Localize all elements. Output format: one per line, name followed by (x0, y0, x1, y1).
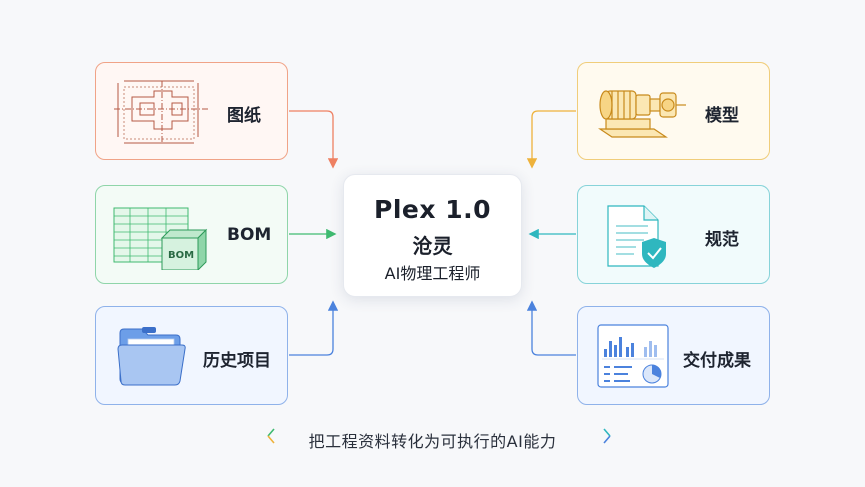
input-card-drawing[interactable]: 图纸 (95, 62, 288, 160)
bom-spreadsheet-icon: BOM (110, 206, 210, 270)
chevron-left-icon (264, 427, 278, 445)
tagline: 把工程资料转化为可执行的AI能力 (308, 432, 557, 451)
chevron-right-icon (600, 427, 614, 445)
output-card-deliverables[interactable]: 交付成果 (577, 306, 770, 405)
machine-model-icon (594, 79, 690, 145)
arrow-model-to-center (526, 110, 576, 169)
input-card-history[interactable]: 历史项目 (95, 306, 288, 405)
spec-document-icon (604, 202, 668, 272)
arrow-history-to-center (289, 300, 339, 356)
output-card-model[interactable]: 模型 (577, 62, 770, 160)
product-subtitle: AI物理工程师 (384, 264, 481, 283)
card-label-model: 模型 (705, 106, 739, 126)
arrow-deliver-to-center (526, 300, 576, 356)
input-card-bom[interactable]: BOM BOM (95, 185, 288, 284)
card-label-history: 历史项目 (203, 351, 271, 371)
report-dashboard-icon (596, 323, 670, 391)
card-label-spec: 规范 (705, 230, 739, 250)
output-card-spec[interactable]: 规范 (577, 185, 770, 284)
technical-drawing-icon (110, 77, 212, 147)
product-name: 沧灵 (412, 234, 453, 258)
bom-badge: BOM (167, 250, 195, 261)
product-title: Plex 1.0 (374, 195, 491, 224)
card-label-drawing: 图纸 (227, 106, 261, 126)
arrow-drawing-to-center (289, 110, 339, 169)
tagline-row: 把工程资料转化为可执行的AI能力 (0, 428, 865, 452)
folder-icon (116, 325, 188, 389)
center-product-card: Plex 1.0 沧灵 AI物理工程师 (343, 174, 522, 297)
card-label-deliverables: 交付成果 (683, 351, 751, 371)
card-label-bom: BOM (227, 225, 272, 245)
